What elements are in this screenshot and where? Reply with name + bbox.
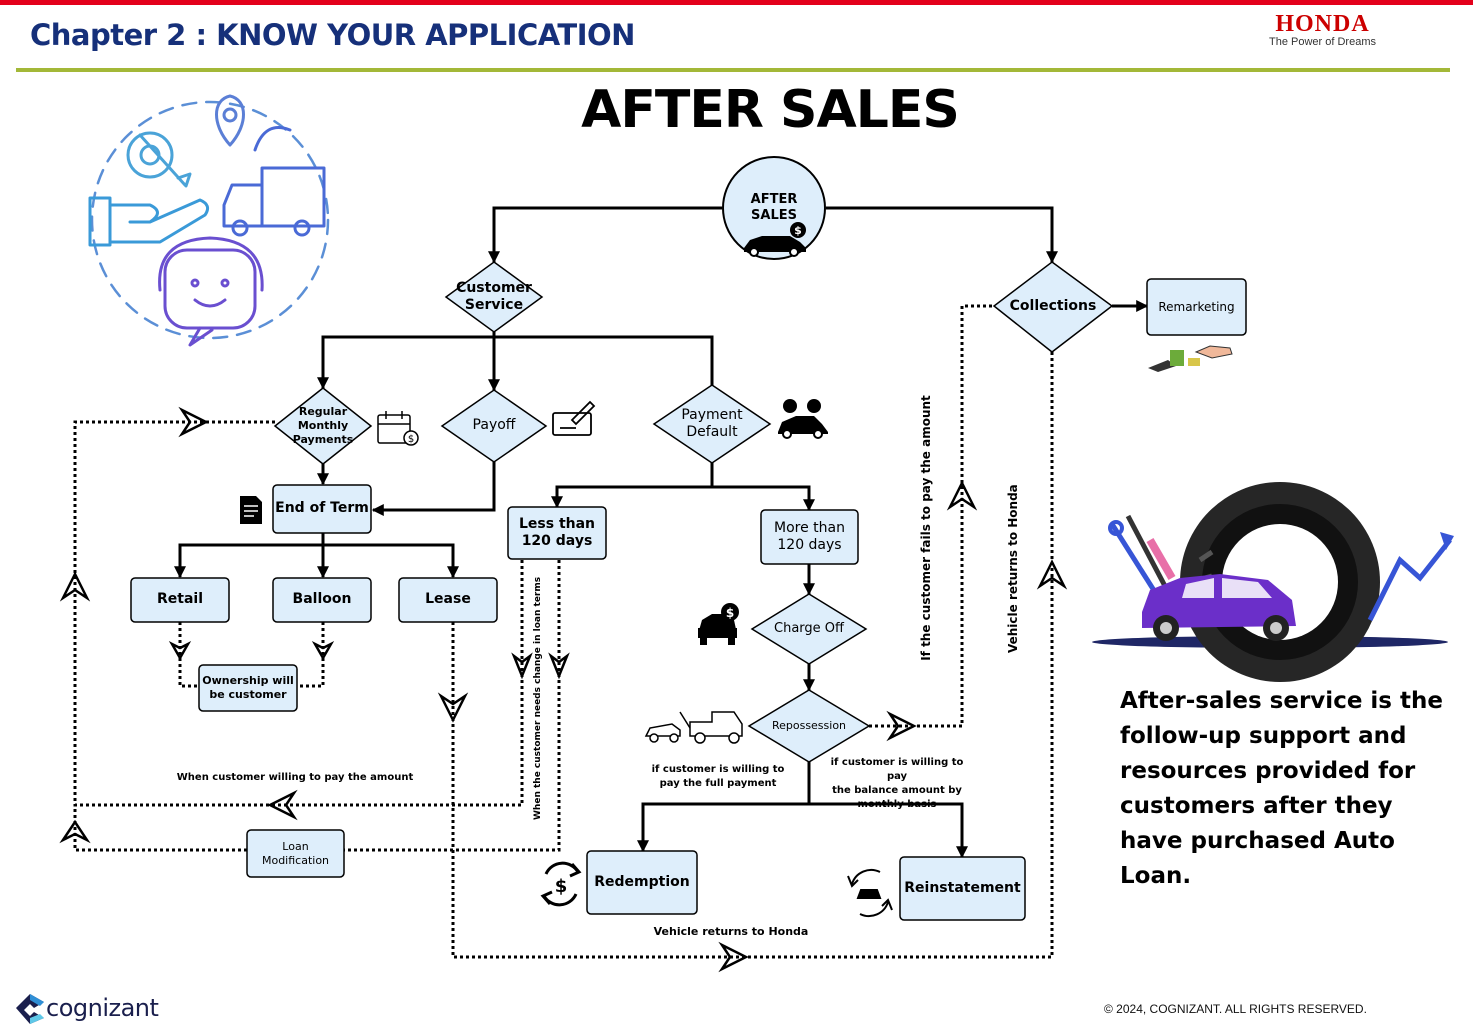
- helping-hand-icon: [88, 196, 210, 247]
- charge-off-label: Charge Off: [774, 620, 844, 636]
- handshake-money-icon: [1148, 345, 1233, 372]
- dashed-connectors: [73, 304, 1054, 959]
- loan-modification-label: Loan Modification: [261, 839, 330, 867]
- customer-service-label: Customer Service: [456, 279, 532, 314]
- customer-service-node: [444, 261, 544, 333]
- dashed-arrowheads: [59, 406, 1068, 973]
- more-than-120-node: [760, 509, 859, 565]
- collections-node: [992, 261, 1114, 353]
- customer-service-illustration: [88, 94, 330, 347]
- delivery-truck-icon: [222, 126, 326, 237]
- copyright-notice: © 2024, COGNIZANT. ALL RIGHTS RESERVED.: [1104, 1002, 1367, 1016]
- more-than-120-label: More than 120 days: [774, 519, 845, 554]
- change-in-loan-terms-label: When the customer needs change in loan t…: [533, 576, 543, 820]
- loan-modification-node: [246, 829, 345, 878]
- contract-signature-icon: [552, 400, 596, 436]
- end-of-term-label: End of Term: [275, 500, 369, 517]
- support-agent-icon: [158, 236, 264, 347]
- redemption-label: Redemption: [594, 873, 690, 890]
- ownership-label: Ownership will be customer: [202, 674, 294, 701]
- when-customer-willing-label: When customer willing to pay the amount: [176, 772, 414, 783]
- willing-full-payment-label: if customer is willing to pay the full p…: [651, 764, 785, 789]
- lease-label: Lease: [425, 591, 471, 608]
- svg-text:$: $: [726, 606, 734, 620]
- location-pin-icon: [215, 94, 245, 147]
- less-than-120-label: Less than 120 days: [518, 515, 596, 550]
- redemption-node: [586, 850, 698, 915]
- vehicle-returns-side-label: Vehicle returns to Honda: [1006, 484, 1020, 653]
- chapter-title: Chapter 2 : KNOW YOUR APPLICATION: [30, 18, 635, 52]
- fails-to-pay-label: If the customer fails to pay the amount: [919, 395, 933, 661]
- payment-default-label: Payment Default: [681, 406, 743, 441]
- after-sales-label: AFTER SALES: [750, 191, 798, 223]
- page-title: AFTER SALES: [581, 80, 960, 140]
- cognizant-wordmark: cognizant: [46, 994, 159, 1022]
- ownership-node: [198, 664, 298, 712]
- car-dollar-icon: $: [698, 603, 739, 645]
- payoff-node: [440, 389, 548, 463]
- repossession-label: Repossession: [771, 719, 847, 733]
- calendar-dollar-icon: $: [377, 411, 419, 446]
- retail-label: Retail: [156, 591, 203, 608]
- after-sales-description: After-sales service is the follow-up sup…: [1120, 688, 1443, 889]
- remarketing-node: [1146, 278, 1247, 336]
- header-divider: [16, 68, 1450, 72]
- dollar-cycle-icon: $: [540, 861, 582, 907]
- vehicle-returns-bottom-label: Vehicle returns to Honda: [653, 925, 809, 938]
- after-sales-car-icon: $: [744, 222, 806, 257]
- regular-monthly-payments-label: Regular Monthly Payments: [292, 405, 354, 446]
- payoff-label: Payoff: [472, 417, 516, 434]
- svg-text:$: $: [794, 224, 802, 237]
- solid-connectors: [174, 206, 1149, 859]
- payment-default-node: [652, 384, 772, 464]
- balloon-node: [272, 577, 372, 623]
- top-accent-bar: [0, 0, 1473, 5]
- charge-off-node: [750, 593, 868, 665]
- document-icon: [240, 496, 262, 524]
- collections-label: Collections: [1009, 298, 1097, 315]
- end-of-term-node: [272, 484, 372, 534]
- car-loan-clock-icon: [778, 399, 828, 439]
- regular-monthly-payments-node: [273, 387, 373, 465]
- honda-logo: HONDA The Power of Dreams: [1250, 12, 1395, 49]
- willing-balance-monthly-label: if customer is willing to pay the balanc…: [830, 757, 964, 810]
- lease-node: [398, 577, 498, 623]
- reinstatement-label: Reinstatement: [904, 879, 1021, 896]
- reinstatement-node: [899, 856, 1026, 921]
- less-than-120-node: [507, 506, 607, 560]
- svg-text:$: $: [555, 876, 568, 897]
- balloon-label: Balloon: [292, 591, 352, 608]
- tow-truck-icon: [644, 711, 743, 744]
- retail-node: [130, 577, 230, 623]
- car-tyre-illustration: [1092, 482, 1454, 682]
- cognizant-logo: cognizant: [46, 994, 159, 1022]
- cognizant-logo-icon: [16, 994, 44, 1024]
- honda-tagline: The Power of Dreams: [1269, 36, 1376, 48]
- car-cycle-icon: [847, 868, 893, 918]
- remarketing-label: Remarketing: [1158, 299, 1235, 314]
- svg-text:$: $: [408, 434, 414, 445]
- repossession-node: [747, 689, 871, 763]
- gear-wrench-icon: [126, 131, 192, 188]
- honda-brand-name: HONDA: [1275, 11, 1370, 37]
